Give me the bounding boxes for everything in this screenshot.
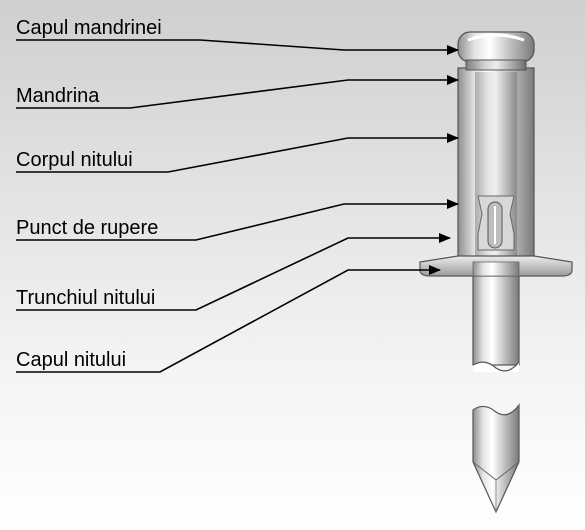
label-corpul-nitului: Corpul nitului — [16, 149, 133, 171]
leader-lines — [16, 39, 459, 373]
leader-line-punct-de-rupere — [16, 199, 459, 241]
label-mandrina: Mandrina — [16, 85, 100, 107]
leader-line-capul-mandrinei — [16, 39, 459, 55]
label-capul-mandrinei: Capul mandrinei — [16, 17, 162, 39]
rivet-body — [457, 67, 535, 259]
leader-line-corpul-nitului — [16, 133, 459, 173]
label-capul-nitului: Capul nitului — [16, 349, 127, 371]
leader-line-mandrina — [16, 75, 459, 109]
rivet-flange — [419, 255, 573, 277]
mandrel-lower — [472, 269, 520, 372]
mandrel-tip — [472, 403, 520, 514]
leader-line-capul-nitului — [16, 265, 441, 373]
mandrel-head — [457, 31, 535, 71]
label-punct-de-rupere: Punct de rupere — [16, 217, 159, 239]
label-trunchiul-nitului: Trunchiul nitului — [16, 287, 156, 309]
leader-line-trunchiul-nitului — [16, 233, 451, 311]
